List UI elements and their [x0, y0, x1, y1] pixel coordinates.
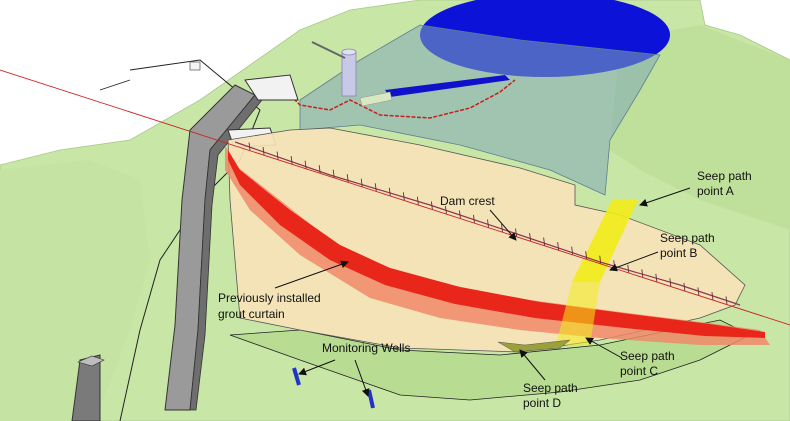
- dam-crest-tick: [416, 196, 419, 205]
- dam-crest-tick: [711, 291, 714, 301]
- seep-path-band-lower: [556, 282, 600, 345]
- label-grout-curtain: Previously installed grout curtain: [218, 291, 324, 321]
- terrain-upper: [0, 0, 420, 160]
- dam-crest-line: [234, 141, 741, 306]
- arrow-seep-a: [639, 187, 691, 207]
- dam-crest-tick: [304, 160, 307, 169]
- small-marker-box: [189, 61, 201, 71]
- small-gray-feature: [359, 91, 393, 107]
- arrow-seep-d: [519, 349, 546, 381]
- dam-crest-tick: [248, 142, 251, 151]
- tunnel-alignment: [289, 79, 516, 119]
- dam-crest-tick: [290, 156, 293, 165]
- water-overlay: [299, 24, 661, 196]
- label-monitoring-wells: Monitoring Wells: [322, 341, 410, 355]
- dam-crest-tick: [402, 192, 405, 201]
- monitoring-well-1: [292, 367, 301, 386]
- dam-embankment: [227, 127, 746, 353]
- dam-crest-tick: [444, 205, 447, 214]
- dam-crest-tick: [318, 165, 321, 174]
- dam-crest-tick: [669, 278, 672, 287]
- intake-pipe: [311, 41, 346, 59]
- label-dam-crest: Dam crest: [440, 194, 495, 208]
- dam-crest-tick: [655, 273, 658, 282]
- label-seep-c: Seep path point C: [620, 349, 678, 378]
- label-grout-curtain-line2: grout curtain: [218, 307, 285, 321]
- dam-crest-tick: [346, 174, 349, 183]
- dam-crest-tick: [332, 169, 335, 178]
- label-seep-a-line2: point A: [697, 184, 734, 198]
- label-seep-d-line2: point D: [523, 396, 561, 410]
- dam-crest-tick: [430, 201, 433, 210]
- terrain-left-valley: [0, 160, 150, 421]
- dam-crest-tick: [627, 264, 630, 273]
- dam-crest-tick: [683, 282, 686, 291]
- dam-crest-tick: [725, 296, 728, 305]
- dam-crest-tick: [374, 183, 377, 192]
- dam-crest-tick: [557, 242, 560, 251]
- dam-crest-tick: [543, 237, 546, 246]
- terrain-lower-lobe: [229, 319, 751, 401]
- label-seep-a-line1: Seep path: [697, 169, 752, 183]
- dam-crest-tick: [360, 178, 363, 187]
- dam-crest-tick: [641, 269, 644, 278]
- arrow-seep-b: [609, 251, 659, 272]
- dam-crest-ticks: [248, 142, 728, 305]
- outlet-channel: [385, 75, 510, 97]
- arrow-well-1: [298, 359, 336, 376]
- dam-crest-tick: [585, 251, 588, 260]
- label-seep-b-line1: Seep path: [660, 231, 715, 245]
- intake-tower-top: [341, 48, 357, 56]
- dam-crest-tick: [458, 210, 461, 219]
- seep-path-band: [572, 200, 638, 282]
- dam-crest-tick: [487, 219, 489, 228]
- dam-crest-tick: [388, 187, 391, 196]
- grout-curtain-core: [228, 150, 765, 338]
- spillway-crest: [244, 74, 299, 101]
- terrain-right-ridge: [610, 25, 790, 230]
- dam-crest-tick: [276, 151, 279, 160]
- arrow-grout-curtain: [274, 260, 349, 289]
- dam-crest-tick: [571, 246, 574, 255]
- arrow-seep-c: [585, 337, 623, 359]
- dam-crest-tick: [599, 255, 602, 264]
- label-seep-d: Seep path point D: [523, 381, 581, 410]
- label-grout-curtain-line1: Previously installed: [218, 291, 321, 305]
- dam-crest-tick: [473, 214, 475, 224]
- label-seep-c-line1: Seep path: [620, 349, 675, 363]
- label-seep-a: Seep path point A: [697, 169, 755, 198]
- dam-crest-tick: [262, 146, 265, 156]
- terrain-contour-1: [119, 59, 261, 421]
- dam-crest-tick: [501, 223, 503, 233]
- dam-crest-tick: [529, 233, 532, 242]
- seep-exit-d: [497, 339, 571, 353]
- arrow-dam-crest: [489, 209, 517, 241]
- label-seep-b-line2: point B: [660, 246, 697, 260]
- label-seep-b: Seep path point B: [660, 231, 718, 260]
- arrow-well-2: [354, 359, 370, 397]
- section-line: [0, 69, 790, 326]
- label-seep-d-line1: Seep path: [523, 381, 578, 395]
- label-seep-c-line2: point C: [620, 364, 658, 378]
- terrain-contour-2: [99, 79, 131, 91]
- monitoring-well-2: [367, 389, 375, 409]
- spillway-lower-block-top: [77, 355, 105, 367]
- dam-crest-tick: [697, 287, 700, 296]
